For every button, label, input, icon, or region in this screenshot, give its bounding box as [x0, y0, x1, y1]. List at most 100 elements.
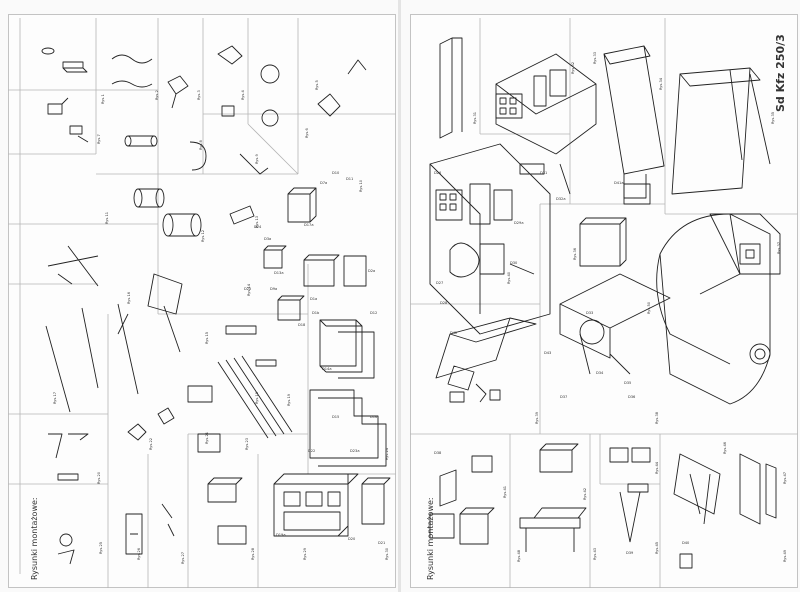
figure-label: Rys.35	[771, 112, 775, 124]
part-label: D38	[434, 451, 442, 455]
figure-label: Rys.42	[583, 488, 587, 500]
part-label: D30	[510, 261, 518, 265]
part-label: D19a	[276, 533, 286, 537]
figure-label: Rys.5	[315, 80, 319, 90]
part-label: D35	[624, 381, 631, 385]
figure-label: Rys.26	[137, 547, 141, 560]
assembly-caption: Rysunki montażowe:	[30, 497, 39, 580]
figure-label: Rys.24	[385, 447, 389, 460]
figure-label: Rys.29	[303, 547, 307, 560]
part-label: D20	[348, 537, 356, 541]
figure-label: Rys.50	[647, 301, 651, 314]
figure-label: Rys.43	[593, 548, 597, 560]
figure-label: Rys.39	[535, 411, 539, 424]
figure-label: Rys.2	[155, 90, 159, 100]
part-label: D41a	[614, 181, 624, 185]
figure-label: Rys.6	[305, 128, 309, 138]
figure-label: Rys.13	[255, 216, 259, 228]
component-drawings	[429, 37, 781, 569]
part-label: D42	[450, 331, 457, 335]
part-label: D7a	[320, 181, 327, 185]
part-label: D43	[544, 351, 551, 355]
figure-label: Rys.37	[777, 242, 781, 254]
figure-label: Rys.19	[287, 393, 291, 406]
part-label: D11	[346, 177, 353, 181]
part-label: D10	[332, 171, 340, 175]
part-label: D40	[682, 541, 690, 545]
figure-label: Rys.38	[655, 411, 659, 424]
figure-label: Rys.25	[99, 542, 103, 554]
part-label: D39	[626, 551, 634, 555]
part-label: D15	[332, 415, 339, 419]
part-label: D36	[628, 395, 636, 399]
part-label: D3a	[264, 237, 271, 241]
figure-label: Rys.27	[181, 552, 185, 564]
part-label: D32a	[556, 197, 566, 201]
figure-label: Rys.28	[251, 547, 255, 560]
part-label: D9a	[270, 287, 277, 291]
figure-label: Rys.48	[517, 549, 521, 562]
figure-label: Rys.44	[655, 461, 659, 474]
figure-label: Rys.9	[255, 154, 259, 164]
figure-labels: Rys.1 Rys.2 Rys.3 Rys.4 Rys.5 Rys.6 Rys.…	[53, 80, 389, 564]
part-label: D2a	[368, 269, 375, 273]
figure-label: Rys.1	[101, 94, 105, 104]
figure-label: Rys.45	[655, 542, 659, 554]
right-page: D26 D27 D28 D29a D30 D31 D32a D33 D34 D3…	[410, 14, 798, 588]
part-label: D16	[370, 415, 378, 419]
figure-label: Rys.8	[199, 140, 203, 150]
part-label: D37	[560, 395, 567, 399]
figure-label: Rys.30	[385, 547, 389, 560]
component-drawings	[41, 45, 391, 565]
part-label: D28	[440, 301, 448, 305]
part-label: D17a	[304, 223, 314, 227]
left-assembly-diagrams: D1a D1b D2a D3a D7a D9a D10 D11 D12 D13a…	[8, 14, 396, 588]
part-label: D14a	[322, 367, 332, 371]
part-label: D1a	[310, 297, 317, 301]
figure-label: Rys.3	[197, 90, 201, 100]
figure-label: Rys.31	[473, 112, 477, 124]
figure-label: Rys.36	[573, 247, 577, 260]
figure-label: Rys.41	[503, 486, 507, 498]
part-label: D26	[434, 171, 442, 175]
figure-label: Rys.46	[723, 441, 727, 454]
figure-labels: Rys.31 Rys.32 Rys.33 Rys.34 Rys.35 Rys.3…	[473, 52, 787, 562]
part-label: D23a	[350, 449, 360, 453]
figure-label: Rys.23	[245, 438, 249, 450]
figure-label: Rys.10	[359, 179, 363, 192]
part-labels: D26 D27 D28 D29a D30 D31 D32a D33 D34 D3…	[434, 171, 690, 555]
figure-label: Rys.7	[97, 134, 101, 144]
model-title: Sd Kfz 250/3	[774, 34, 787, 112]
figure-label: Rys.21	[205, 432, 209, 444]
figure-label: Rys.20	[97, 471, 101, 484]
part-label: D25	[244, 287, 251, 291]
figure-label: Rys.40	[507, 271, 511, 284]
right-assembly-diagrams: D26 D27 D28 D29a D30 D31 D32a D33 D34 D3…	[410, 14, 798, 588]
part-label: D13a	[274, 271, 284, 275]
part-label: D1b	[312, 311, 320, 315]
part-label: D33	[586, 311, 593, 315]
figure-label: Rys.12	[201, 230, 205, 242]
figure-label: Rys.22	[149, 438, 153, 450]
part-label: D27	[436, 281, 443, 285]
part-label: D21	[378, 541, 385, 545]
figure-label: Rys.33	[593, 52, 597, 64]
part-label: D29a	[514, 221, 524, 225]
figure-label: Rys.16	[127, 291, 131, 304]
panel-borders	[8, 14, 396, 588]
part-label: D22	[308, 449, 315, 453]
page-fold	[398, 0, 401, 592]
part-label: D31	[540, 171, 547, 175]
figure-label: Rys.4	[241, 90, 245, 100]
part-label: D12	[370, 311, 377, 315]
figure-label: Rys.14	[247, 283, 251, 296]
part-labels: D1a D1b D2a D3a D7a D9a D10 D11 D12 D13a…	[244, 171, 385, 545]
figure-label: Rys.34	[659, 77, 663, 90]
figure-label: Rys.18	[255, 391, 259, 404]
figure-label: Rys.11	[105, 212, 109, 224]
assembly-caption: Rysunki montażowe:	[426, 497, 435, 580]
figure-label: Rys.47	[783, 472, 787, 484]
part-label: D34	[596, 371, 604, 375]
part-label: D18	[298, 323, 306, 327]
